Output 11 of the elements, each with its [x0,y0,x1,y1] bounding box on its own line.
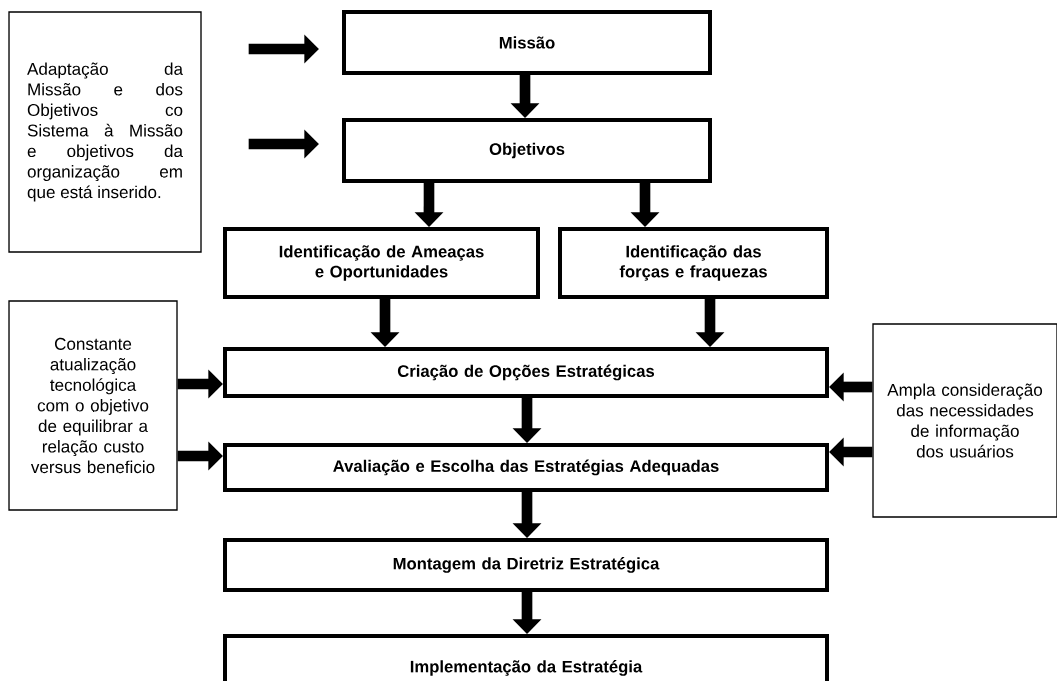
note-box: Adaptação da Missão e dos Objetivos co Sistema à Missão e objetivos da organização em que está inserido. [8,11,202,253]
process-box: Montagem da Diretriz Estratégica [223,538,829,592]
process-box: Criação de Opções Estratégicas [223,347,829,398]
process-box: Objetivos [342,118,712,183]
process-box: Avaliação e Escolha das Estratégias Adequadas [223,443,829,492]
process-box: Identificação das forças e fraquezas [558,227,829,299]
process-box: Implementação da Estratégia [223,634,829,681]
process-box: Missão [342,10,712,75]
note-box: Constante atualização tecnológica com o objetivo de equilibrar a relação custo versus beneficio [8,300,178,511]
note-box: Ampla consideração das necessidades de informação dos usuários [872,323,1057,518]
process-box: Identificação de Ameaças e Oportunidades [223,227,540,299]
